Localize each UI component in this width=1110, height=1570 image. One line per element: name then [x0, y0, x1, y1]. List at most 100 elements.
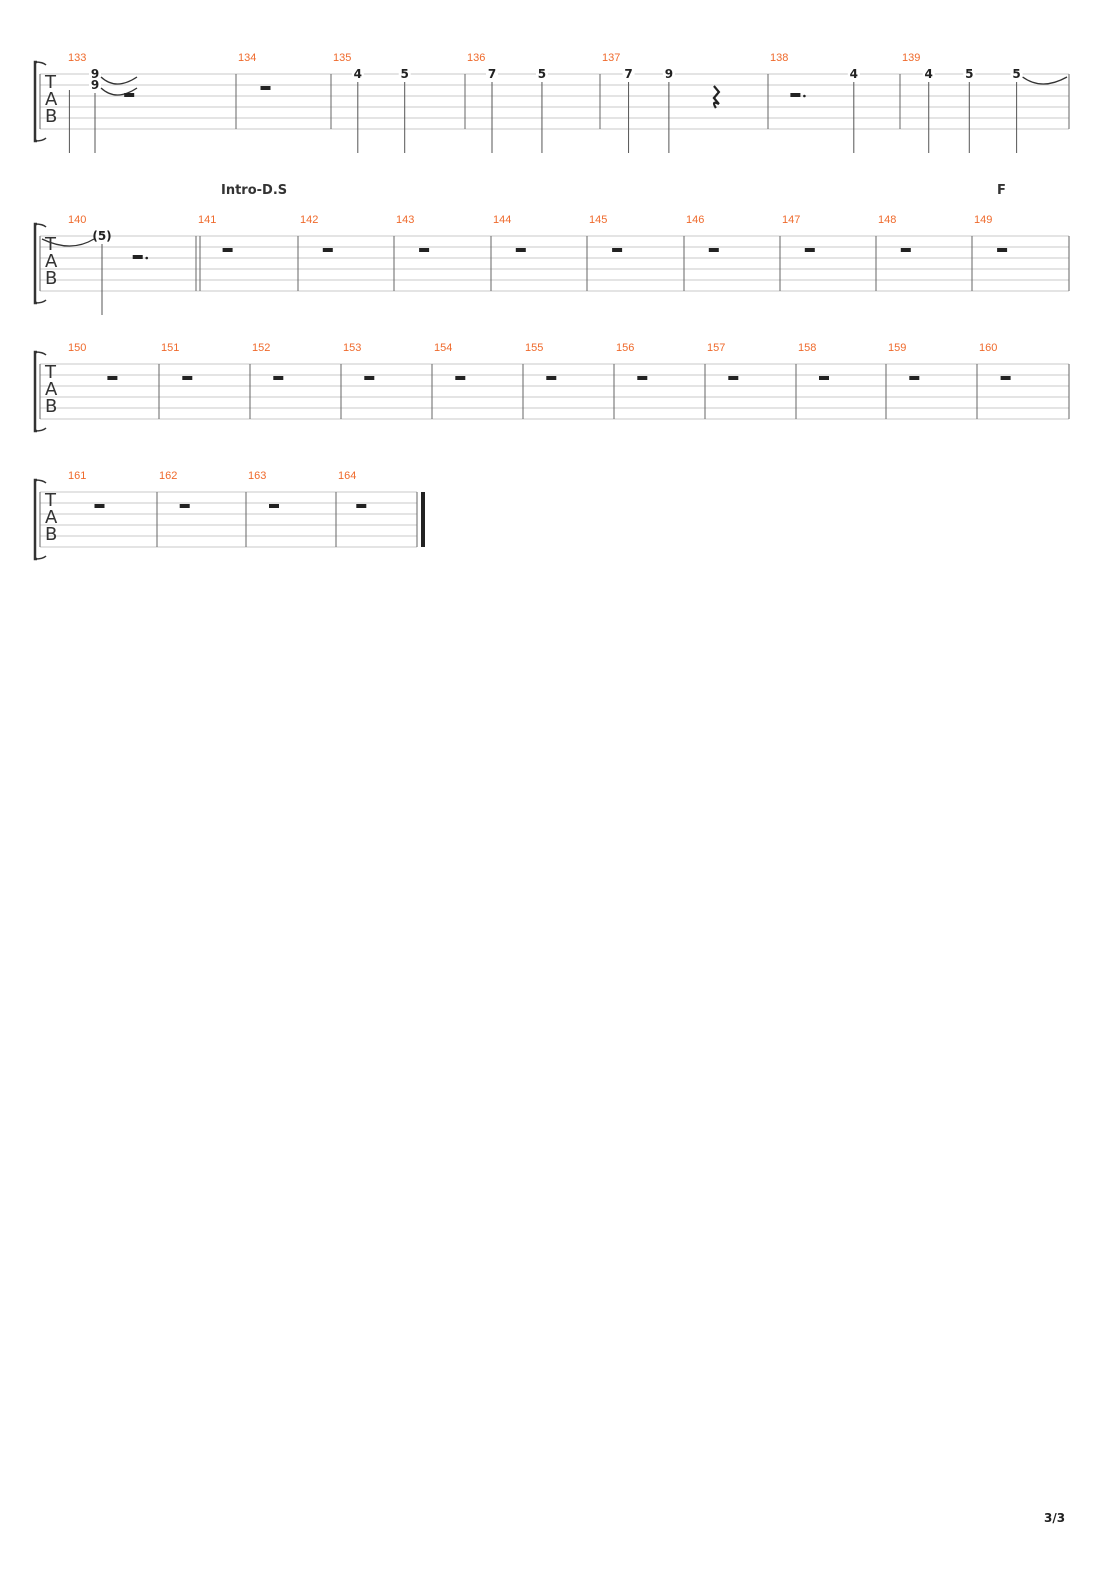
- rest-dot: [803, 94, 806, 98]
- rest-whole: [107, 376, 118, 380]
- fret-background: [351, 68, 364, 80]
- measure-number: 161: [68, 470, 86, 482]
- measure-number: 138: [770, 52, 788, 64]
- measure-number: 134: [238, 52, 256, 64]
- fret-number: 5: [965, 67, 973, 81]
- fret-number: 5: [538, 67, 546, 81]
- bracket-top-hook: [34, 479, 47, 484]
- rest-dotted-half: [132, 255, 143, 259]
- rest-quarter: [712, 85, 721, 109]
- measure-number: 145: [589, 214, 607, 226]
- system-bracket: [33, 350, 37, 433]
- rest-whole: [804, 248, 815, 252]
- rest-whole: [546, 376, 557, 380]
- rest-whole: [455, 376, 466, 380]
- tie-arc: [100, 76, 138, 85]
- bracket-top-hook: [34, 223, 47, 228]
- fret-number: 7: [624, 67, 632, 81]
- tab-clef-letter: B: [45, 524, 57, 545]
- fret-number: 9: [91, 78, 99, 92]
- tab-clef-letter: A: [45, 89, 58, 110]
- tie-arc: [1022, 76, 1068, 85]
- rest-whole: [182, 376, 193, 380]
- measure-number: 141: [198, 214, 216, 226]
- rest-whole: [364, 376, 375, 380]
- tab-clef-letter: A: [45, 507, 58, 528]
- measure-number: 152: [252, 342, 270, 354]
- fret-background: [398, 68, 411, 80]
- tab-clef-letter: B: [45, 396, 57, 417]
- fret-background: [847, 68, 860, 80]
- rest-whole: [637, 376, 648, 380]
- system-bracket: [33, 222, 37, 305]
- measure-number: 133: [68, 52, 86, 64]
- measure-number: 139: [902, 52, 920, 64]
- rest-whole: [260, 86, 271, 90]
- tab-clef-letter: B: [45, 106, 57, 127]
- measure-number: 140: [68, 214, 86, 226]
- rest-whole: [900, 248, 911, 252]
- fret-number: 4: [850, 67, 858, 81]
- fret-background: [622, 68, 635, 80]
- measure-number: 148: [878, 214, 896, 226]
- measure-number: 155: [525, 342, 543, 354]
- measure-number: 142: [300, 214, 318, 226]
- bracket-bottom-hook: [34, 137, 47, 142]
- system-bracket: [33, 478, 37, 561]
- measure-number: 157: [707, 342, 725, 354]
- system-bracket: [33, 60, 37, 143]
- bracket-bottom-hook: [34, 427, 47, 432]
- fret-number: 9: [665, 67, 673, 81]
- fret-background: [1010, 68, 1023, 80]
- measure-number: 137: [602, 52, 620, 64]
- rest-whole: [322, 248, 333, 252]
- measure-number: 151: [161, 342, 179, 354]
- fret-background: [89, 68, 101, 80]
- rest-whole: [94, 504, 105, 508]
- final-barline: [421, 492, 425, 547]
- rest-whole: [419, 248, 430, 252]
- rest-whole: [997, 248, 1008, 252]
- bracket-top-hook: [34, 351, 47, 356]
- measure-number: 160: [979, 342, 997, 354]
- rest-whole: [612, 248, 623, 252]
- rest-whole: [728, 376, 739, 380]
- fret-number: 9: [91, 67, 99, 81]
- measure-number: 146: [686, 214, 704, 226]
- measure-number: 143: [396, 214, 414, 226]
- section-label: F: [997, 183, 1006, 198]
- rest-whole: [356, 504, 367, 508]
- fret-number: 5: [1012, 67, 1020, 81]
- measure-number: 136: [467, 52, 485, 64]
- tab-clef-letter: T: [44, 490, 57, 511]
- measure-number: 150: [68, 342, 86, 354]
- bracket-bottom-hook: [34, 299, 47, 304]
- measure-number: 164: [338, 470, 356, 482]
- bracket-top-hook: [34, 61, 47, 66]
- tab-clef-letter: T: [44, 234, 57, 255]
- measure-number: 156: [616, 342, 634, 354]
- rest-whole: [1000, 376, 1011, 380]
- rest-whole: [909, 376, 920, 380]
- bracket-bottom-hook: [34, 555, 47, 560]
- tab-clef-letter: A: [45, 379, 58, 400]
- tie-arc: [41, 238, 95, 247]
- measure-number: 149: [974, 214, 992, 226]
- fret-number: 7: [488, 67, 496, 81]
- page-number: 3/3: [1044, 1511, 1066, 1525]
- measure-number: 162: [159, 470, 177, 482]
- rest-whole: [708, 248, 719, 252]
- fret-background: [535, 68, 548, 80]
- measure-number: 147: [782, 214, 800, 226]
- fret-background: [922, 68, 935, 80]
- rest-whole: [273, 376, 284, 380]
- rest-whole: [179, 504, 190, 508]
- measure-number: 159: [888, 342, 906, 354]
- measure-number: 135: [333, 52, 351, 64]
- measure-number: 158: [798, 342, 816, 354]
- measure-number: 144: [493, 214, 511, 226]
- fret-background: [963, 68, 976, 80]
